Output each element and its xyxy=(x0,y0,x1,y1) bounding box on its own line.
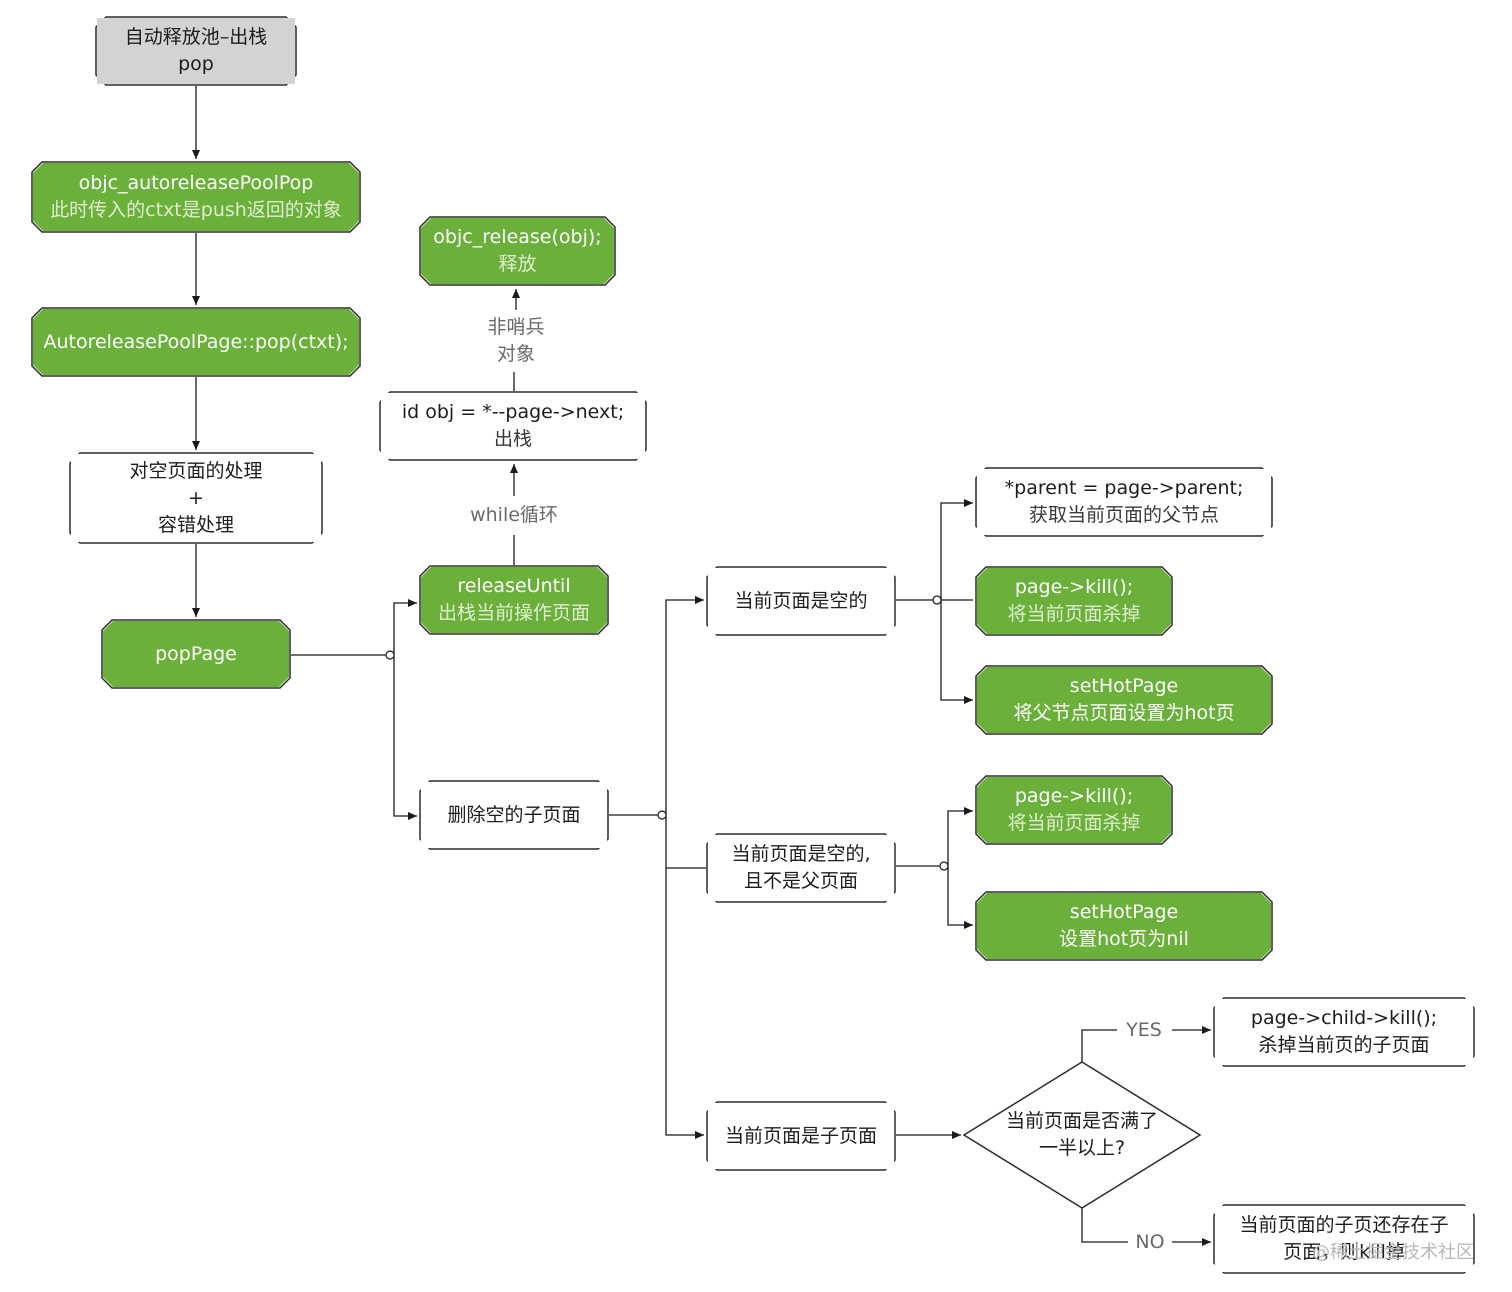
get-parent-desc: 获取当前页面的父节点 xyxy=(1028,504,1219,526)
cur-empty-node: 当前页面是空的 xyxy=(708,568,894,634)
edge-label-yes: YES xyxy=(1118,1017,1170,1044)
set-hot-2-desc: 设置hot页为nil xyxy=(1059,928,1189,950)
set-hot-1-desc: 将父节点页面设置为hot页 xyxy=(1013,702,1235,724)
objc-release-node: objc_release(obj); 释放 xyxy=(421,218,614,284)
non-sentinel-line1: 非哨兵 xyxy=(487,316,545,338)
no-result-line1: 当前页面的子页还存在子 xyxy=(1239,1214,1449,1236)
objc-release-title: objc_release(obj); xyxy=(433,226,602,248)
empty-handling-title: 对空页面的处理 xyxy=(129,459,263,482)
page-pop-node-outline xyxy=(31,307,361,377)
edge-to-get-parent xyxy=(940,499,973,600)
junction-cur-empty-not-parent xyxy=(939,861,949,871)
kill-2-desc: 将当前页面杀掉 xyxy=(1007,812,1141,834)
empty-handling-fault: 容错处理 xyxy=(157,513,234,536)
while-loop-text: while循环 xyxy=(470,504,558,526)
page-pop-node: AutoreleasePoolPage::pop(ctxt); xyxy=(33,309,359,375)
junction-delete-empty xyxy=(657,810,667,820)
objc-release-desc: 释放 xyxy=(498,253,537,275)
no-text: NO xyxy=(1135,1231,1165,1253)
decision-node: 当前页面是否满了 一半以上? xyxy=(990,1105,1174,1165)
pop-page-title: popPage xyxy=(155,642,237,665)
kill-1-node: page->kill(); 将当前页面杀掉 xyxy=(977,568,1171,634)
edge-to-set-hot-1 xyxy=(940,600,973,704)
edge-to-kill-2 xyxy=(947,807,973,866)
edge-to-set-hot-2 xyxy=(947,866,973,929)
edge-to-cur-child xyxy=(665,815,704,1139)
start-node: 自动释放池–出栈 pop xyxy=(97,18,295,84)
junction-cur-empty xyxy=(932,595,942,605)
start-subtitle: pop xyxy=(178,53,214,75)
edge-to-delete-empty xyxy=(393,655,417,820)
decision-line1: 当前页面是否满了 xyxy=(1005,1110,1158,1132)
cur-empty-not-parent-line2: 且不是父页面 xyxy=(743,870,858,892)
watermark: @稀土掘金技术社区 xyxy=(1312,1242,1474,1263)
cur-child-title: 当前页面是子页面 xyxy=(724,1124,877,1147)
set-hot-1-node-outline xyxy=(975,665,1273,735)
kill-1-desc: 将当前页面杀掉 xyxy=(1007,603,1141,625)
objc-pop-title: objc_autoreleasePoolPop xyxy=(78,172,314,194)
child-kill-node: page->child->kill(); 杀掉当前页的子页面 xyxy=(1215,999,1473,1065)
edge-decision-no-a xyxy=(1081,1208,1128,1243)
kill-1-node-outline xyxy=(975,566,1173,636)
yes-text: YES xyxy=(1126,1019,1162,1041)
start-title: 自动释放池–出栈 xyxy=(124,26,268,48)
edge-label-no: NO xyxy=(1129,1229,1171,1256)
cur-child-node: 当前页面是子页面 xyxy=(708,1103,894,1169)
pop-page-node-outline xyxy=(101,619,291,689)
pop-obj-title: id obj = *--page->next; xyxy=(401,401,625,423)
non-sentinel-line2: 对象 xyxy=(496,343,535,365)
delete-empty-node: 删除空的子页面 xyxy=(421,782,607,848)
set-hot-1-node: setHotPage 将父节点页面设置为hot页 xyxy=(977,667,1271,733)
objc-release-node-outline xyxy=(419,216,616,286)
page-pop-title: AutoreleasePoolPage::pop(ctxt); xyxy=(43,330,349,353)
cur-empty-title: 当前页面是空的 xyxy=(734,589,868,612)
get-parent-node: *parent = page->parent; 获取当前页面的父节点 xyxy=(977,469,1271,535)
release-until-desc: 出栈当前操作页面 xyxy=(437,602,590,624)
set-hot-2-node: setHotPage 设置hot页为nil xyxy=(977,893,1271,959)
edge-decision-yes-a xyxy=(1081,1029,1117,1062)
edge-to-cur-empty xyxy=(665,596,704,815)
release-until-node: releaseUntil 出栈当前操作页面 xyxy=(421,567,607,633)
get-parent-title: *parent = page->parent; xyxy=(1004,477,1244,499)
release-until-node-outline xyxy=(419,565,609,635)
set-hot-1-title: setHotPage xyxy=(1069,675,1179,697)
cur-empty-not-parent-node: 当前页面是空的, 且不是父页面 xyxy=(708,835,894,901)
no-result-node: 当前页面的子页还存在子 页面，则kill掉 xyxy=(1215,1206,1473,1272)
kill-2-node: page->kill(); 将当前页面杀掉 xyxy=(977,777,1171,843)
edge-label-non-sentinel: 非哨兵 对象 xyxy=(476,314,556,368)
objc-pop-node: objc_autoreleasePoolPop 此时传入的ctxt是push返回… xyxy=(33,163,359,231)
objc-pop-desc: 此时传入的ctxt是push返回的对象 xyxy=(50,199,342,221)
child-kill-title: page->child->kill(); xyxy=(1250,1007,1438,1029)
junction-pop-page xyxy=(385,650,395,660)
set-hot-2-node-outline xyxy=(975,891,1273,961)
pop-obj-node: id obj = *--page->next; 出栈 xyxy=(381,393,645,459)
empty-handling-plus: + xyxy=(188,486,204,509)
edge-to-release-until xyxy=(393,599,417,655)
kill-2-node-outline xyxy=(975,775,1173,845)
cur-empty-not-parent-line1: 当前页面是空的, xyxy=(731,843,871,865)
set-hot-2-title: setHotPage xyxy=(1069,901,1179,923)
empty-handling-node: 对空页面的处理 + 容错处理 xyxy=(71,454,321,542)
pop-obj-desc: 出栈 xyxy=(493,428,532,450)
no-result-line2: 页面，则kill掉 xyxy=(1283,1241,1405,1263)
child-kill-desc: 杀掉当前页的子页面 xyxy=(1258,1034,1430,1056)
pop-page-node: popPage xyxy=(103,621,289,687)
edge-label-while-loop: while循环 xyxy=(462,502,566,529)
kill-1-title: page->kill(); xyxy=(1014,576,1134,598)
release-until-title: releaseUntil xyxy=(457,575,571,597)
delete-empty-title: 删除空的子页面 xyxy=(447,803,581,826)
kill-2-title: page->kill(); xyxy=(1014,785,1134,807)
objc-pop-node-outline xyxy=(31,161,361,233)
decision-line2: 一半以上? xyxy=(1038,1137,1126,1159)
